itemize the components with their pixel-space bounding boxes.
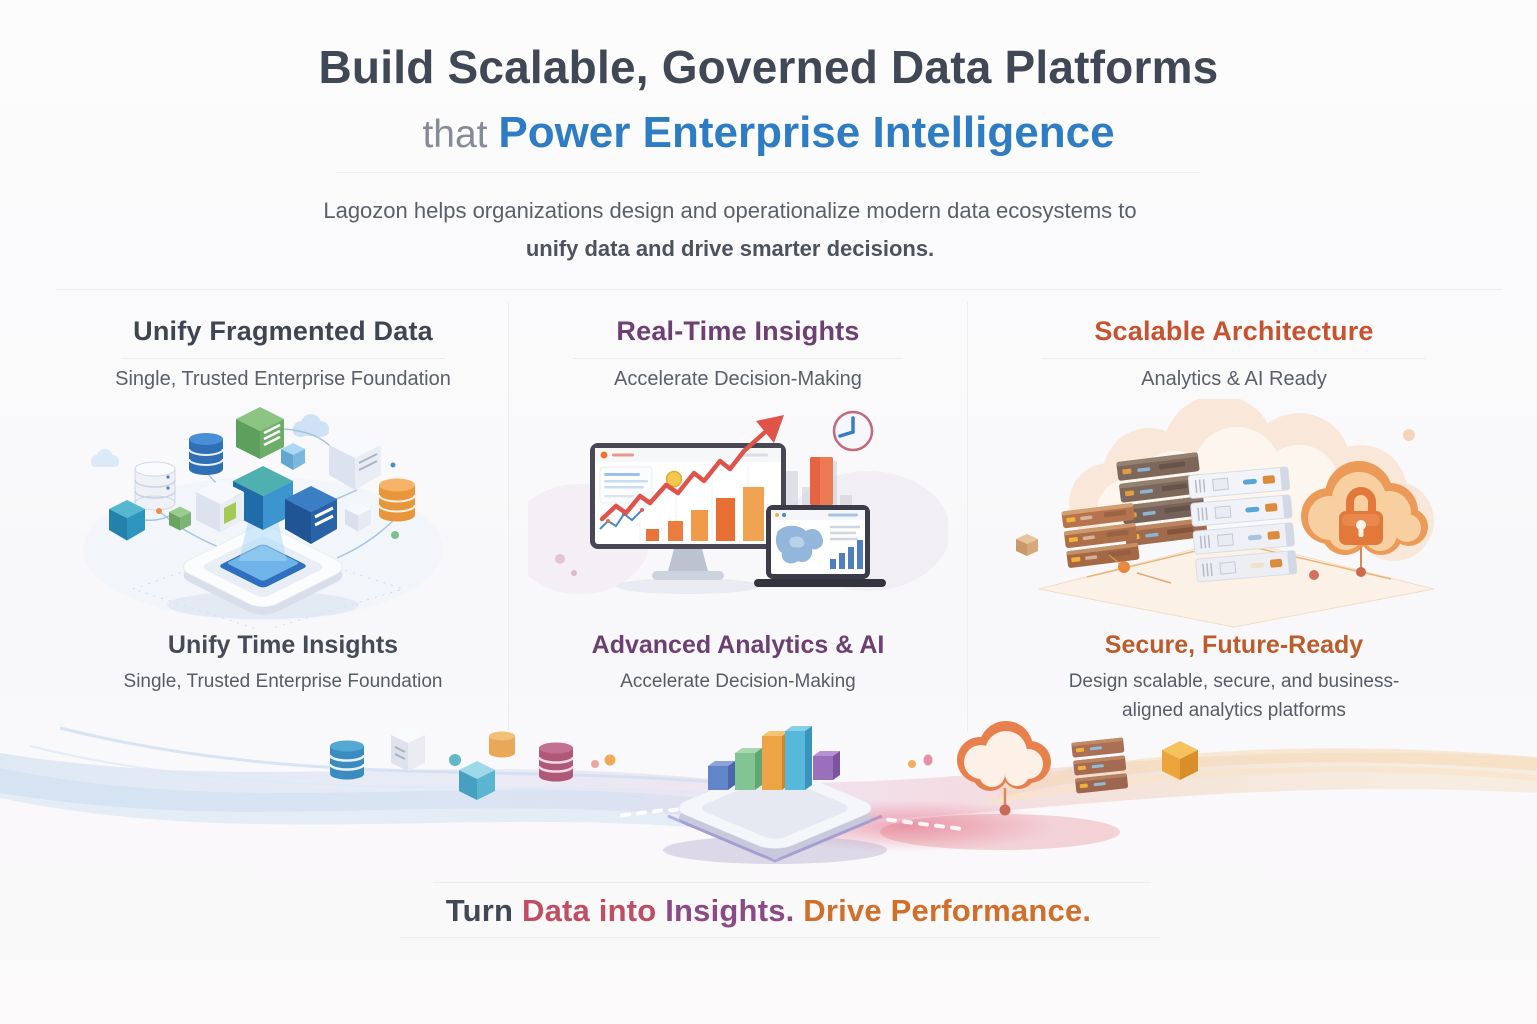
database-icon xyxy=(378,478,416,522)
column-footer-text: Single, Trusted Enterprise Foundation xyxy=(123,671,443,692)
bar-chart-platform-icon xyxy=(663,726,887,864)
column-footer-heading: Unify Time Insights xyxy=(167,631,399,659)
cloud-icon xyxy=(957,721,1051,816)
cube-icon xyxy=(196,480,244,532)
title-line-1: Build Scalable, Governed Data Platforms xyxy=(318,41,1219,93)
column-scalable-architecture: Scalable Architecture Analytics & AI Rea… xyxy=(968,302,1500,732)
tagline-segment: Data into xyxy=(521,893,666,928)
data-pipeline-illustration xyxy=(0,721,1537,864)
data-platform-icon xyxy=(167,517,359,619)
column-real-time-insights: Real-Time Insights Accelerate Decision-M… xyxy=(508,302,968,732)
server-stack-icon xyxy=(1071,737,1129,794)
server-stack-icon xyxy=(1061,503,1140,568)
analytics-dashboard-illustration xyxy=(528,410,948,594)
tagline-divider-bottom xyxy=(400,937,1160,938)
cube-icon xyxy=(285,486,337,544)
cube-icon xyxy=(329,432,381,490)
column-footer-text: Accelerate Decision-Making xyxy=(620,671,856,692)
cube-icon xyxy=(1162,741,1198,780)
header-divider xyxy=(336,172,1200,173)
tagline-segment: Turn xyxy=(445,893,522,928)
tagline: Turn Data into Insights. Drive Performan… xyxy=(0,893,1537,929)
bar-chart-icon xyxy=(830,540,863,569)
laptop-icon xyxy=(754,505,886,587)
column-heading: Real-Time Insights xyxy=(616,316,860,346)
tagline-divider-top xyxy=(433,882,1151,883)
clock-icon xyxy=(832,410,874,452)
column-unify-fragmented-data: Unify Fragmented Data Single, Trusted En… xyxy=(58,302,508,732)
server-stack-icon xyxy=(1187,466,1298,583)
document-icon xyxy=(391,727,425,771)
cube-icon xyxy=(459,761,495,800)
trend-arrow-icon xyxy=(599,415,784,522)
column-subheading: Accelerate Decision-Making xyxy=(614,368,862,390)
subtitle-line-1: Lagozon helps organizations design and o… xyxy=(323,198,1137,223)
fragmented-data-illustration xyxy=(83,407,443,629)
cube-icon xyxy=(109,500,145,541)
database-icon xyxy=(188,433,224,475)
title-prefix: that xyxy=(422,113,499,156)
cube-icon xyxy=(281,443,305,470)
cloud-icon xyxy=(91,449,119,467)
column-subheading: Analytics & AI Ready xyxy=(1141,368,1327,390)
tagline-segment: Insights. xyxy=(665,893,804,928)
cube-icon xyxy=(169,506,191,531)
database-icon xyxy=(489,731,515,758)
title-highlight: Power Enterprise Intelligence xyxy=(498,108,1115,157)
title-line-2: that Power Enterprise Intelligence xyxy=(0,108,1537,158)
cloud-icon xyxy=(1301,461,1428,577)
page-title: Build Scalable, Governed Data Platforms … xyxy=(0,40,1537,158)
database-icon xyxy=(328,740,366,780)
tagline-segment: Drive Performance. xyxy=(803,893,1092,928)
bar-chart-icon xyxy=(646,487,764,541)
flow-dashes xyxy=(620,807,961,831)
column-footer-text: Design scalable, secure, and business-al… xyxy=(1068,671,1400,722)
cube-icon xyxy=(345,502,371,532)
monitor-icon xyxy=(590,443,786,594)
heading-divider xyxy=(573,358,903,359)
database-icon xyxy=(134,461,176,511)
cloud-icon xyxy=(293,414,329,437)
column-footer-heading: Advanced Analytics & AI xyxy=(591,631,885,659)
subtitle: Lagozon helps organizations design and o… xyxy=(0,198,1460,262)
heading-divider xyxy=(1042,358,1426,359)
database-icon xyxy=(537,742,575,782)
column-heading: Scalable Architecture xyxy=(1094,316,1374,346)
column-footer-heading: Secure, Future-Ready xyxy=(1104,631,1364,659)
subtitle-line-2: unify data and drive smarter decisions. xyxy=(525,236,935,261)
column-heading: Unify Fragmented Data xyxy=(133,316,433,346)
lock-icon xyxy=(1339,487,1383,545)
cube-icon xyxy=(236,407,284,459)
heading-divider xyxy=(121,358,445,359)
cube-icon xyxy=(1016,534,1038,556)
secure-servers-illustration xyxy=(1016,399,1435,628)
feature-columns: Unify Fragmented Data Single, Trusted En… xyxy=(58,302,1500,732)
column-subheading: Single, Trusted Enterprise Foundation xyxy=(115,368,451,390)
coin-icon xyxy=(665,470,683,488)
bar-chart-icon xyxy=(810,457,833,505)
section-divider xyxy=(56,289,1502,290)
server-stack-icon xyxy=(1116,452,1208,547)
